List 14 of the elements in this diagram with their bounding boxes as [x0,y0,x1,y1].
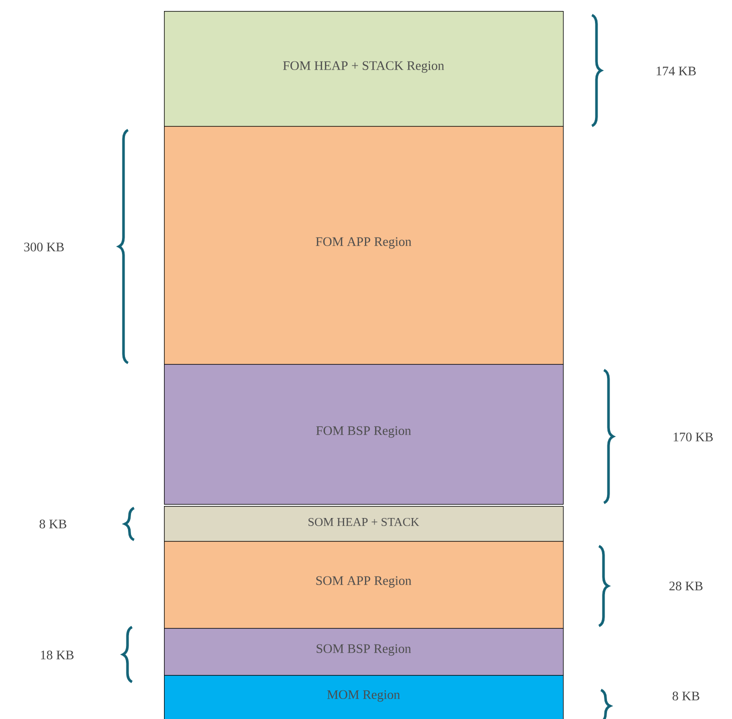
size-label: 174 KB [656,66,696,76]
size-label: 8 KB [672,692,700,700]
memory-region-box: FOM APP Region [164,126,564,365]
size-label: 300 KB [24,242,64,252]
size-label: 18 KB [41,650,74,660]
memory-region-box: MOM Region [164,674,564,719]
size-label: 28 KB [669,582,702,590]
memory-region-box: FOM BSP Region [164,364,564,505]
memory-region-box: SOM BSP Region [164,628,564,676]
size-label: 8 KB [40,520,66,528]
size-label: 170 KB [674,432,713,442]
memory-region-box: FOM HEAP + STACK Region [164,10,564,127]
memory-region-box: SOM APP Region [164,540,564,629]
memory-region-box: SOM HEAP + STACK [164,506,564,542]
